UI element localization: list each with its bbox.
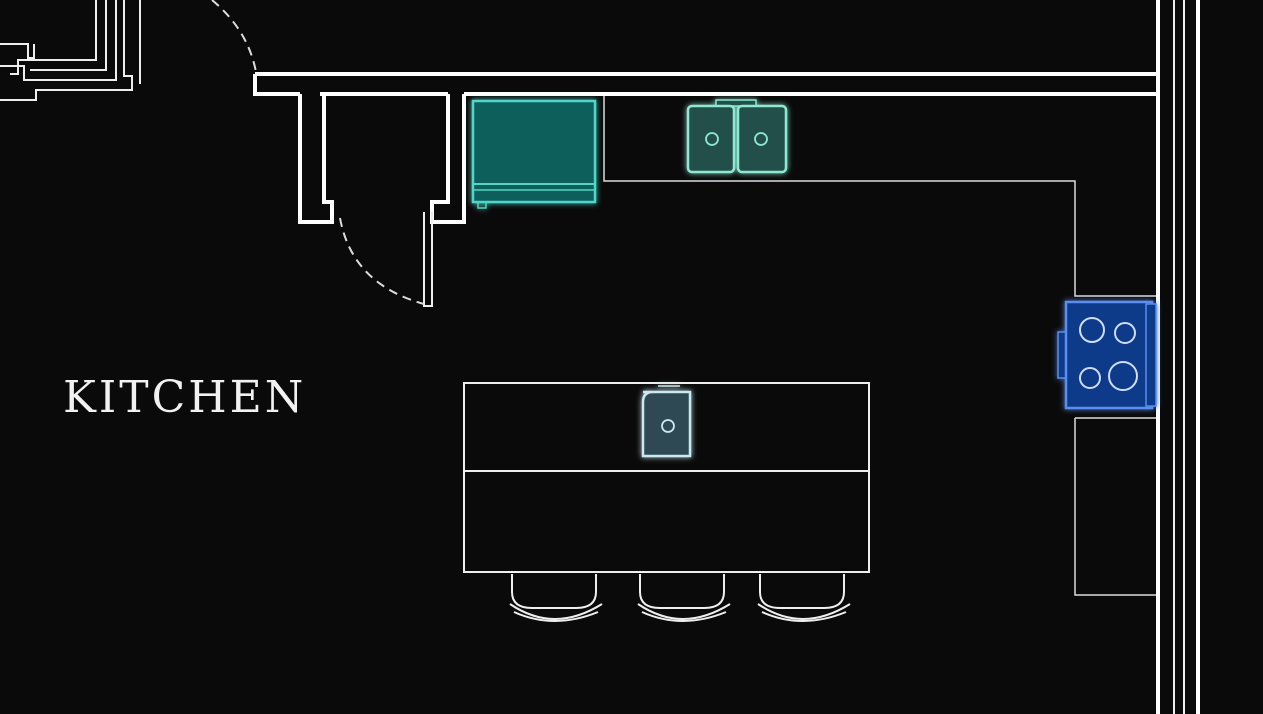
island-counter: [463, 382, 870, 573]
room-label-kitchen: KITCHEN: [63, 372, 307, 423]
prep-sink-icon: [641, 385, 692, 458]
counter-top-run: [603, 96, 1156, 596]
stool-2: [637, 574, 731, 622]
pantry-door: [339, 212, 433, 307]
dishwasher-icon: [471, 99, 597, 209]
door-swing-top: [211, 0, 257, 73]
top-left-window-frame: [0, 0, 141, 101]
double-sink-icon: [686, 99, 788, 174]
right-wall: [1156, 0, 1200, 714]
stool-1: [509, 574, 603, 622]
stool-3: [757, 574, 851, 622]
cooktop-icon: [1057, 300, 1157, 410]
